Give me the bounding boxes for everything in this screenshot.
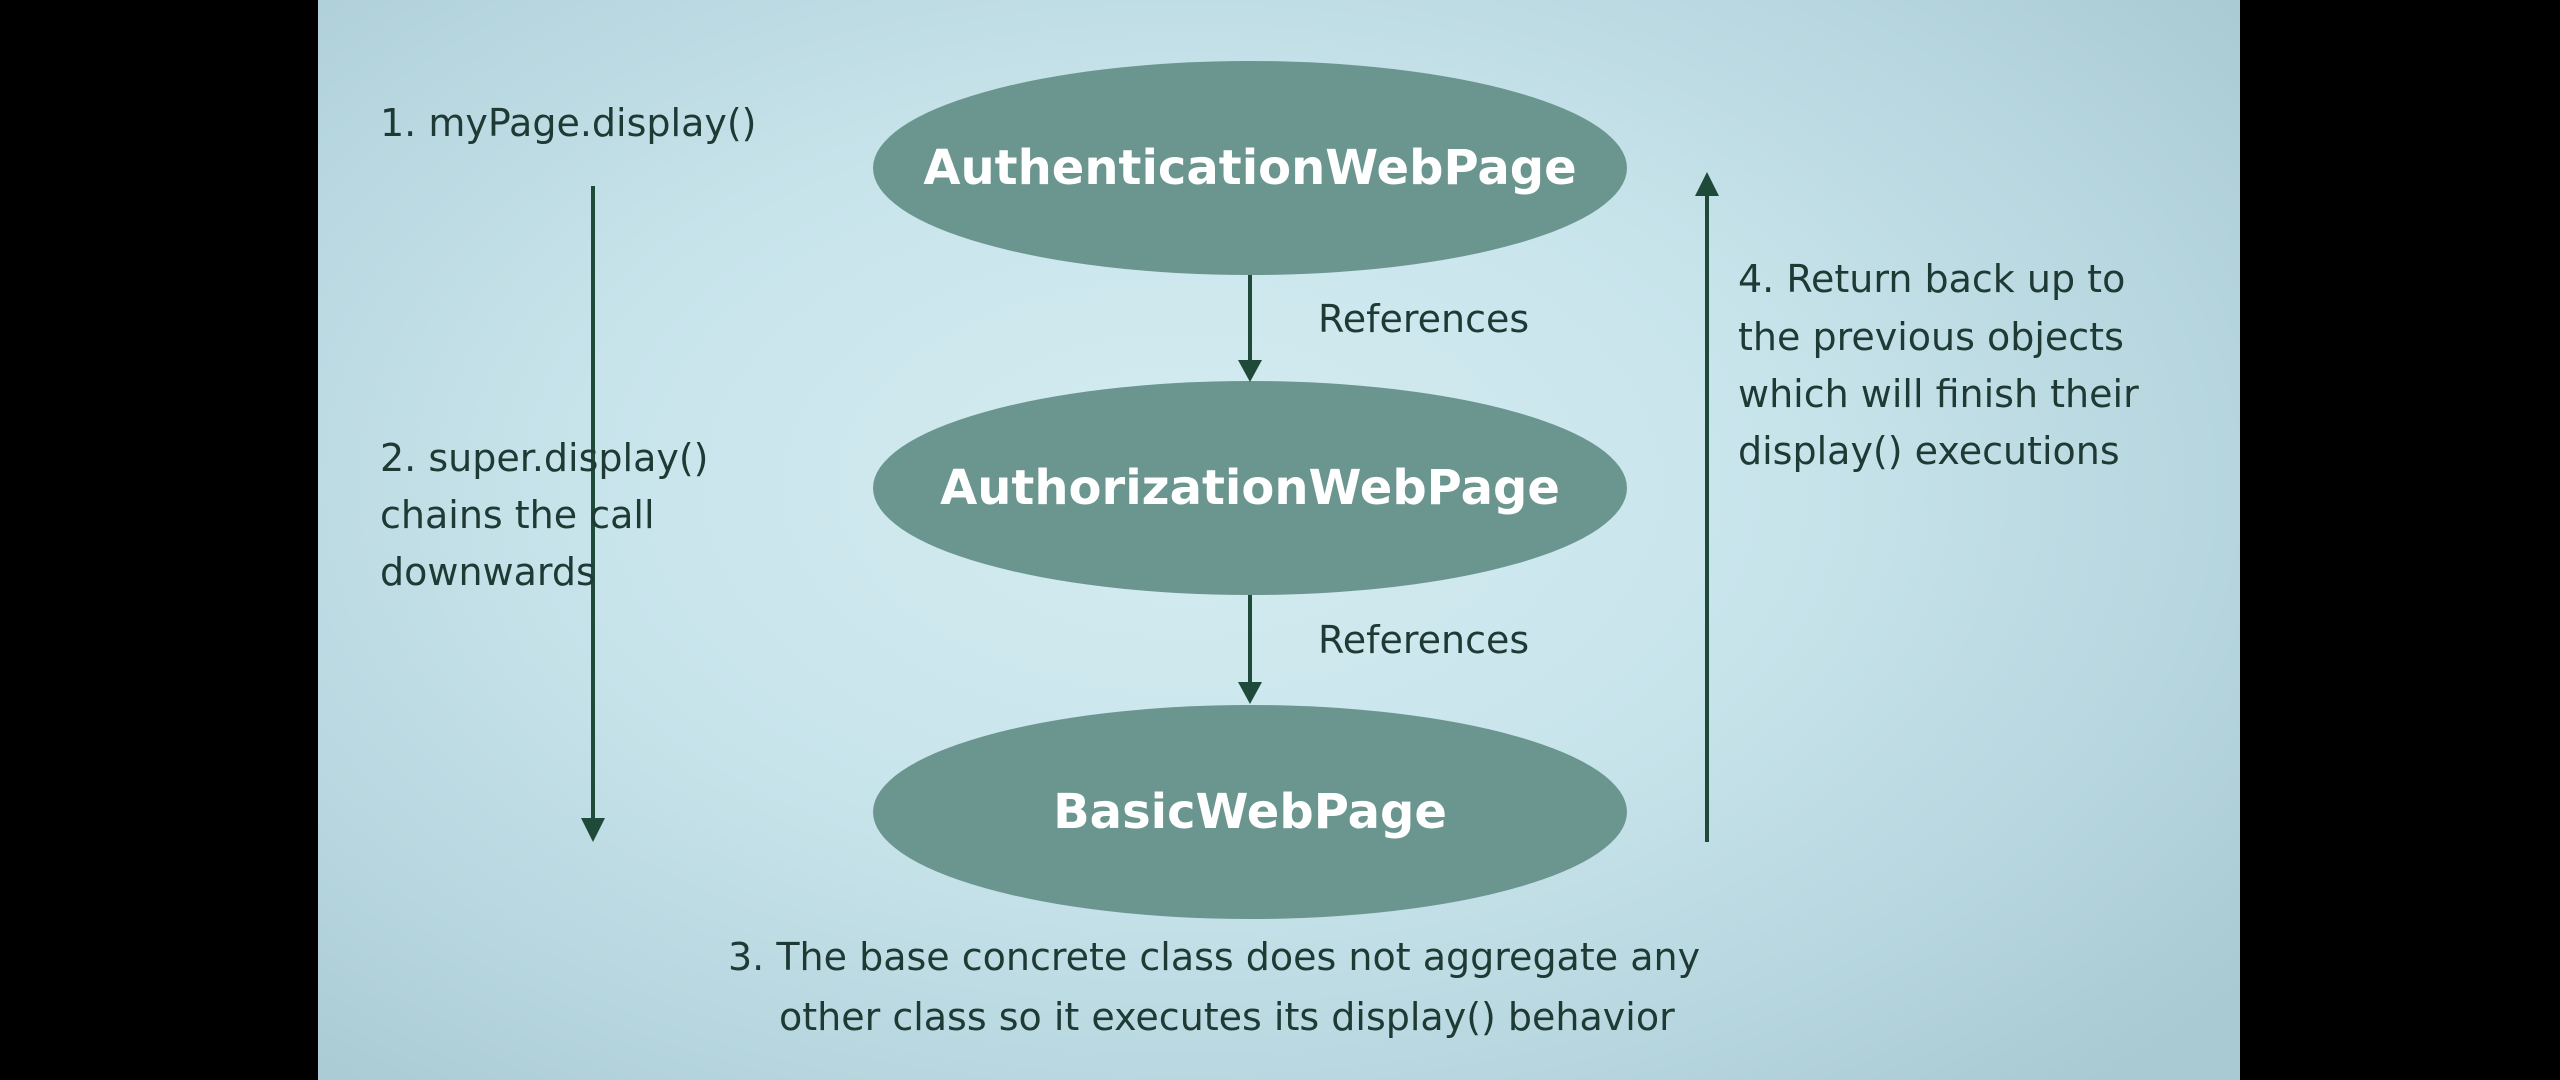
step4-line2: the previous objects [1738, 315, 2124, 359]
edge-authorization-to-basic [1238, 595, 1262, 704]
node-authentication-label: AuthenticationWebPage [923, 140, 1576, 196]
return-up-arrow [1695, 172, 1719, 842]
flow-diagram: AuthenticationWebPage AuthorizationWebPa… [380, 61, 2139, 1039]
step4-line4: display() executions [1738, 429, 2120, 473]
node-authentication-web-page: AuthenticationWebPage [873, 61, 1627, 275]
node-basic-label: BasicWebPage [1053, 784, 1447, 840]
node-basic-web-page: BasicWebPage [873, 705, 1627, 919]
step4-line3: which will finish their [1738, 372, 2139, 416]
step3-line2: other class so it executes its display()… [779, 995, 1675, 1039]
edge-label-references-2: References [1318, 618, 1529, 662]
slide: AuthenticationWebPage AuthorizationWebPa… [318, 0, 2240, 1080]
letterbox-left [0, 0, 318, 1080]
step1-text: 1. myPage.display() [380, 101, 757, 145]
step3-line1: 3. The base concrete class does not aggr… [728, 935, 1700, 979]
step4-line1: 4. Return back up to [1738, 257, 2125, 301]
step3-text: 3. The base concrete class does not aggr… [728, 935, 1700, 1039]
edge-label-references-1: References [1318, 297, 1529, 341]
step2-line3: downwards [380, 550, 596, 594]
step4-text: 4. Return back up to the previous object… [1738, 257, 2139, 473]
step2-text: 2. super.display() chains the call downw… [380, 436, 709, 594]
node-authorization-label: AuthorizationWebPage [940, 460, 1560, 516]
call-chain-down-arrow [581, 186, 605, 842]
step2-line1: 2. super.display() [380, 436, 709, 480]
letterbox-right [2240, 0, 2560, 1080]
edge-authentication-to-authorization [1238, 275, 1262, 382]
step2-line2: chains the call [380, 493, 655, 537]
node-authorization-web-page: AuthorizationWebPage [873, 381, 1627, 595]
